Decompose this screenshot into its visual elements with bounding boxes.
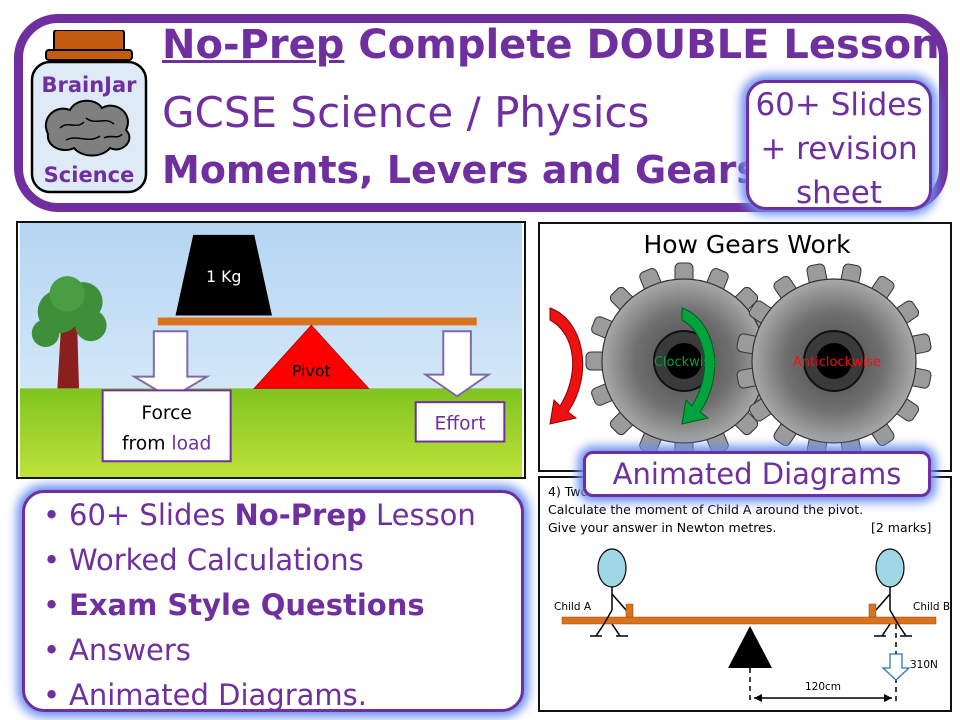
pivot-label: Pivot [292,362,331,381]
badge-line-1: 60+ Slides [755,87,923,123]
weight-label: 1 Kg [206,267,241,286]
tree-icon [31,276,107,389]
seesaw-diagram: Child A Child B 310N 120cm [554,548,950,704]
slides-badge: 60+ Slides + revision sheet [746,80,932,211]
bullet-icon: • [43,633,61,667]
list-item-text: Animated Diagrams. [69,678,367,712]
list-item-text: Answers [69,633,191,667]
gear-left [585,262,783,460]
anticlockwise-label: Anticlockwise [793,355,881,370]
exam-marks: [2 marks] [871,520,932,535]
list-item: •60+ Slides No-Prep Lesson [43,493,476,538]
pivot-triangle [253,324,370,389]
child-a-figure [590,548,634,637]
list-item-text: Exam Style Questions [69,588,425,622]
gear-right [736,263,932,459]
badge-line-3: sheet [795,175,883,211]
exam-question-line: Calculate the moment of Child A around t… [548,502,864,517]
bullet-icon: • [43,678,61,712]
brainjar-logo: BrainJar Science [30,30,148,194]
list-item-text: Lesson [366,498,476,532]
list-item: •Answers [43,628,476,673]
header-topic: Moments, Levers and Gears [162,148,759,192]
gears-panel: How Gears Work Clockwise Anticlockwise [538,222,952,472]
list-item: •Exam Style Questions [43,583,476,628]
animated-diagrams-label: Animated Diagrams [583,451,931,497]
header-title: No-Prep Complete DOUBLE Lesson [162,22,940,68]
seesaw-pivot [728,626,772,668]
list-item-emphasis: No-Prep [234,498,367,532]
seesaw-beam [561,616,937,625]
distance-value: 120cm [805,681,841,693]
header-title-emphasis: No-Prep [162,22,345,68]
force-label-line2: from load [122,433,211,454]
exam-question-number: 4) Two [548,484,589,499]
clockwise-arrow-icon [681,307,716,425]
gears-diagram: Clockwise Anticlockwise [549,262,932,460]
bullet-icon: • [43,498,61,532]
force-arrow-icon [881,653,911,681]
clockwise-label: Clockwise [654,355,718,370]
child-b-label: Child B [913,601,950,613]
features-list: •60+ Slides No-Prep Lesson •Worked Calcu… [43,493,476,718]
exam-question-line: Give your answer in Newton metres. [548,520,777,535]
child-b-figure [868,548,912,637]
header-subtitle: GCSE Science / Physics [162,88,650,137]
list-item-text: 60+ Slides [69,498,235,532]
force-label-line1: Force [141,403,192,424]
logo-text-top: BrainJar [41,73,137,97]
weight-block [175,234,272,316]
child-a-label: Child A [554,601,592,613]
lever-diagram: 1 Kg Pivot Force from load Effort [16,221,526,479]
badge-line-2: + revision [760,131,918,167]
anticlockwise-arrow-icon [549,307,584,425]
lever-beam [157,317,477,326]
exam-question-panel: 4) Two Calculate the moment of Child A a… [538,476,952,712]
header-title-rest: Complete DOUBLE Lesson [344,22,940,68]
force-value: 310N [910,659,938,671]
effort-label: Effort [434,414,485,435]
list-item-text: Worked Calculations [69,543,364,577]
logo-text-bottom: Science [44,163,135,187]
bullet-icon: • [43,543,61,577]
features-list-box: •60+ Slides No-Prep Lesson •Worked Calcu… [22,490,524,712]
gears-title: How Gears Work [643,230,851,259]
load-arrow-icon [130,330,211,400]
effort-arrow-icon [422,330,492,398]
list-item: •Worked Calculations [43,538,476,583]
list-item: •Animated Diagrams. [43,673,476,718]
bullet-icon: • [43,588,61,622]
